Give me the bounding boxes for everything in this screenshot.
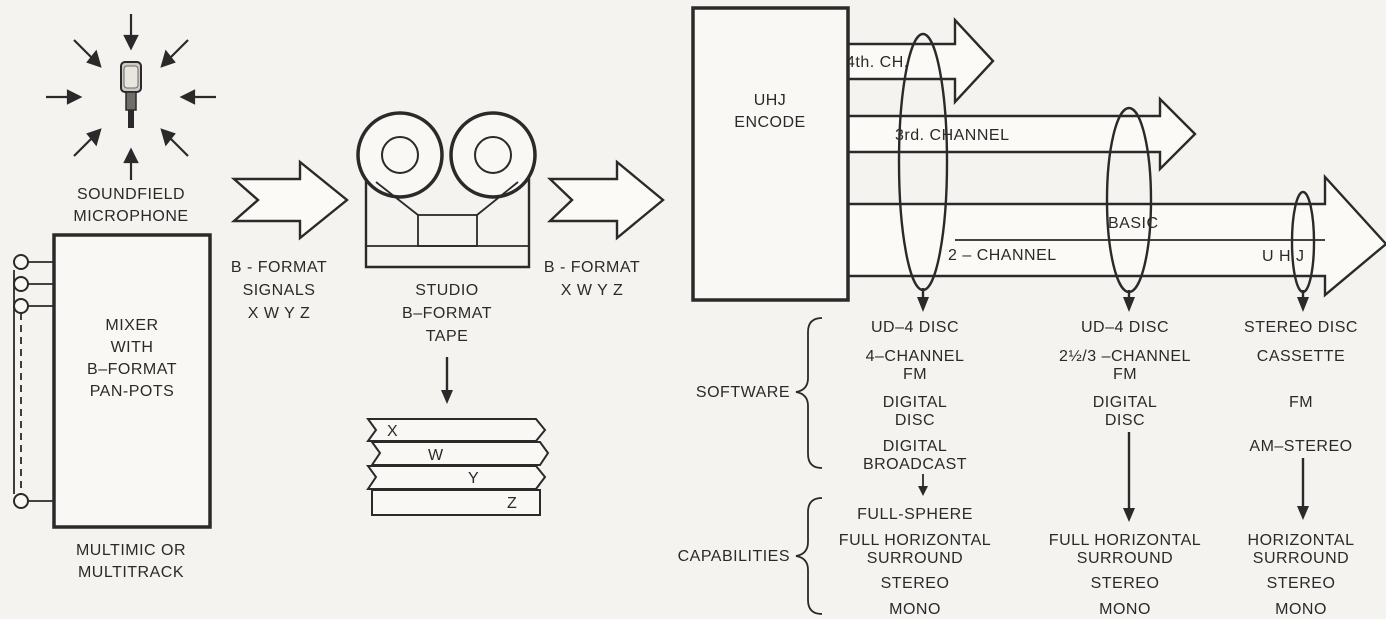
down-arrow-icon: [917, 297, 929, 312]
bformat-label: X W Y Z: [561, 282, 623, 299]
mixer-label: B–FORMAT: [87, 361, 177, 378]
tape-track-label: W: [428, 447, 444, 464]
capability-item: SURROUND: [1253, 550, 1349, 567]
down-arrow-icon: [1123, 297, 1135, 312]
column-three-channel: UD–4 DISC 2½/3 –CHANNEL FM DIGITAL DISC …: [1049, 319, 1201, 618]
software-item: 2½/3 –CHANNEL: [1059, 348, 1191, 365]
chevron-arrow-icon: [234, 162, 347, 238]
capability-item: STEREO: [1267, 575, 1336, 592]
software-item: BROADCAST: [863, 456, 967, 473]
tape-track-label: Z: [507, 495, 517, 512]
signals-arrow: B - FORMAT SIGNALS X W Y Z: [231, 162, 347, 322]
capabilities-brace: [796, 498, 822, 614]
third-channel-label: 3rd. CHANNEL: [895, 127, 1009, 144]
uhj-encoder: UHJ ENCODE: [693, 8, 848, 300]
tape-track-label: X: [387, 423, 398, 440]
software-item: DIGITAL: [1093, 394, 1158, 411]
software-item: STEREO DISC: [1244, 319, 1358, 336]
signals-label: B - FORMAT: [231, 259, 327, 276]
software-item: DIGITAL: [883, 438, 948, 455]
column-two-channel: STEREO DISC CASSETTE FM AM–STEREO HORIZO…: [1244, 319, 1358, 618]
tape-track-label: Y: [468, 470, 479, 487]
capability-item: HORIZONTAL: [1248, 532, 1355, 549]
third-channel-arrow: [830, 99, 1195, 169]
capabilities-row-label: CAPABILITIES: [678, 548, 790, 565]
row-labels: SOFTWARE CAPABILITIES: [678, 318, 822, 614]
tape-head: [418, 215, 477, 246]
uhj-label: U H J: [1262, 248, 1305, 265]
tape-machine: STUDIO B–FORMAT TAPE X W Y Z: [358, 113, 548, 515]
signals-label: X W Y Z: [248, 305, 310, 322]
fourth-channel-label: 4th. CH.: [846, 54, 909, 71]
capability-item: SURROUND: [1077, 550, 1173, 567]
mixer-caption: MULTITRACK: [78, 564, 184, 581]
two-channel-label: 2 – CHANNEL: [948, 247, 1057, 264]
mixer-label: MIXER: [105, 317, 158, 334]
bformat-arrow: B - FORMAT X W Y Z: [544, 162, 663, 299]
software-item: 4–CHANNEL: [866, 348, 965, 365]
column-full-uhj: UD–4 DISC 4–CHANNEL FM DIGITAL DISC DIGI…: [839, 319, 991, 618]
software-item: UD–4 DISC: [871, 319, 959, 336]
chevron-arrow-icon: [550, 162, 663, 238]
mixer: MIXER WITH B–FORMAT PAN-POTS MULTIMIC OR…: [14, 235, 210, 581]
input-jacks-icon: [14, 255, 54, 508]
capability-item: MONO: [1099, 601, 1151, 618]
soundfield-microphone: SOUNDFIELD MICROPHONE: [46, 14, 216, 225]
software-item: FM: [1289, 394, 1313, 411]
down-arrow-icon: [1123, 508, 1135, 522]
capability-item: FULL-SPHERE: [857, 506, 973, 523]
microphone-icon: [121, 62, 141, 128]
encoder-box: [693, 8, 848, 300]
bformat-label: B - FORMAT: [544, 259, 640, 276]
down-arrow-icon: [918, 486, 928, 496]
software-item: DIGITAL: [883, 394, 948, 411]
mixer-box: [54, 235, 210, 527]
capability-item: FULL HORIZONTAL: [1049, 532, 1201, 549]
down-arrow-icon: [441, 390, 453, 404]
software-item: FM: [1113, 366, 1137, 383]
software-brace: [796, 318, 822, 468]
software-item: FM: [903, 366, 927, 383]
down-arrow-icon: [1297, 506, 1309, 520]
tape-label: STUDIO: [415, 282, 478, 299]
encoder-label: UHJ: [754, 92, 787, 109]
mixer-label: PAN-POTS: [90, 383, 175, 400]
capability-item: STEREO: [1091, 575, 1160, 592]
mixer-label: WITH: [111, 339, 154, 356]
software-item: DISC: [1105, 412, 1145, 429]
mixer-caption: MULTIMIC OR: [76, 542, 186, 559]
software-item: AM–STEREO: [1249, 438, 1352, 455]
software-item: DISC: [895, 412, 935, 429]
tape-label: TAPE: [426, 328, 469, 345]
capability-item: STEREO: [881, 575, 950, 592]
encoder-label: ENCODE: [734, 114, 805, 131]
tape-label: B–FORMAT: [402, 305, 492, 322]
microphone-label: MICROPHONE: [73, 208, 188, 225]
signals-label: SIGNALS: [243, 282, 316, 299]
capability-item: SURROUND: [867, 550, 963, 567]
microphone-label: SOUNDFIELD: [77, 186, 185, 203]
down-arrow-icon: [1297, 297, 1309, 312]
software-item: CASSETTE: [1257, 348, 1345, 365]
software-row-label: SOFTWARE: [696, 384, 790, 401]
capability-item: MONO: [1275, 601, 1327, 618]
software-item: UD–4 DISC: [1081, 319, 1169, 336]
capability-item: MONO: [889, 601, 941, 618]
capability-item: FULL HORIZONTAL: [839, 532, 991, 549]
